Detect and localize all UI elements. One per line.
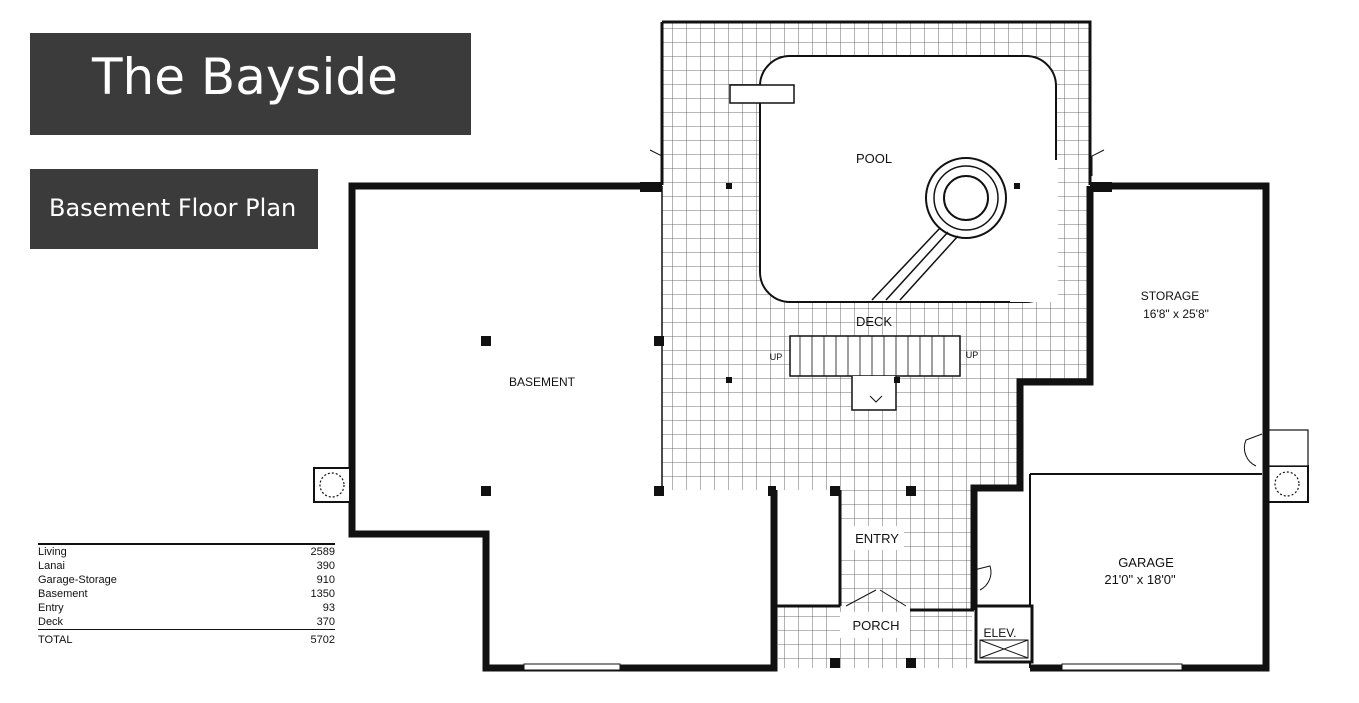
subtitle-banner: Basement Floor Plan [30, 169, 318, 249]
stairs [789, 335, 961, 411]
entry-walls [772, 490, 974, 612]
area-value: 910 [316, 574, 335, 586]
storage-dimensions: 16'8" x 25'8" [1143, 307, 1209, 321]
title-banner: The Bayside [30, 33, 471, 135]
garage-dimensions: 21'0" x 18'0" [1104, 572, 1176, 587]
garage-label: GARAGE [1118, 555, 1174, 570]
area-value: 1350 [310, 588, 335, 600]
area-label: Entry [38, 602, 64, 614]
area-total-label: TOTAL [38, 634, 73, 646]
pool-label: POOL [856, 151, 892, 166]
area-table: Living 2589 Lanai 390 Garage-Storage 910… [38, 543, 335, 647]
area-label: Living [38, 546, 67, 558]
basement-label: BASEMENT [509, 375, 576, 389]
area-total-value: 5702 [310, 634, 335, 646]
entry-label: ENTRY [855, 531, 899, 546]
area-label: Lanai [38, 560, 65, 572]
page-title: The Bayside [92, 48, 398, 106]
area-row-living: Living 2589 [38, 545, 335, 559]
area-row-basement: Basement 1350 [38, 587, 335, 601]
area-row-deck: Deck 370 [38, 615, 335, 630]
elevator-label: ELEV. [984, 626, 1017, 640]
area-row-lanai: Lanai 390 [38, 559, 335, 573]
area-row-total: TOTAL 5702 [38, 633, 335, 647]
porch-label: PORCH [853, 618, 900, 633]
area-value: 93 [322, 602, 335, 614]
area-row-entry: Entry 93 [38, 601, 335, 615]
stairs-up-right-label: UP [966, 350, 979, 360]
storage-label: STORAGE [1141, 289, 1199, 303]
pool [729, 55, 1058, 303]
columns [481, 182, 1112, 668]
area-value: 370 [316, 616, 335, 628]
area-value: 390 [316, 560, 335, 572]
area-label: Garage-Storage [38, 574, 117, 586]
basement-walls [348, 182, 778, 672]
area-value: 2589 [310, 546, 335, 558]
area-label: Basement [38, 588, 88, 600]
stairs-up-left-label: UP [770, 352, 783, 362]
deck-label: DECK [856, 314, 892, 329]
area-row-garage-storage: Garage-Storage 910 [38, 573, 335, 587]
page-subtitle: Basement Floor Plan [49, 194, 297, 222]
elevator [974, 604, 1034, 664]
doors [523, 149, 1263, 671]
area-label: Deck [38, 616, 64, 628]
